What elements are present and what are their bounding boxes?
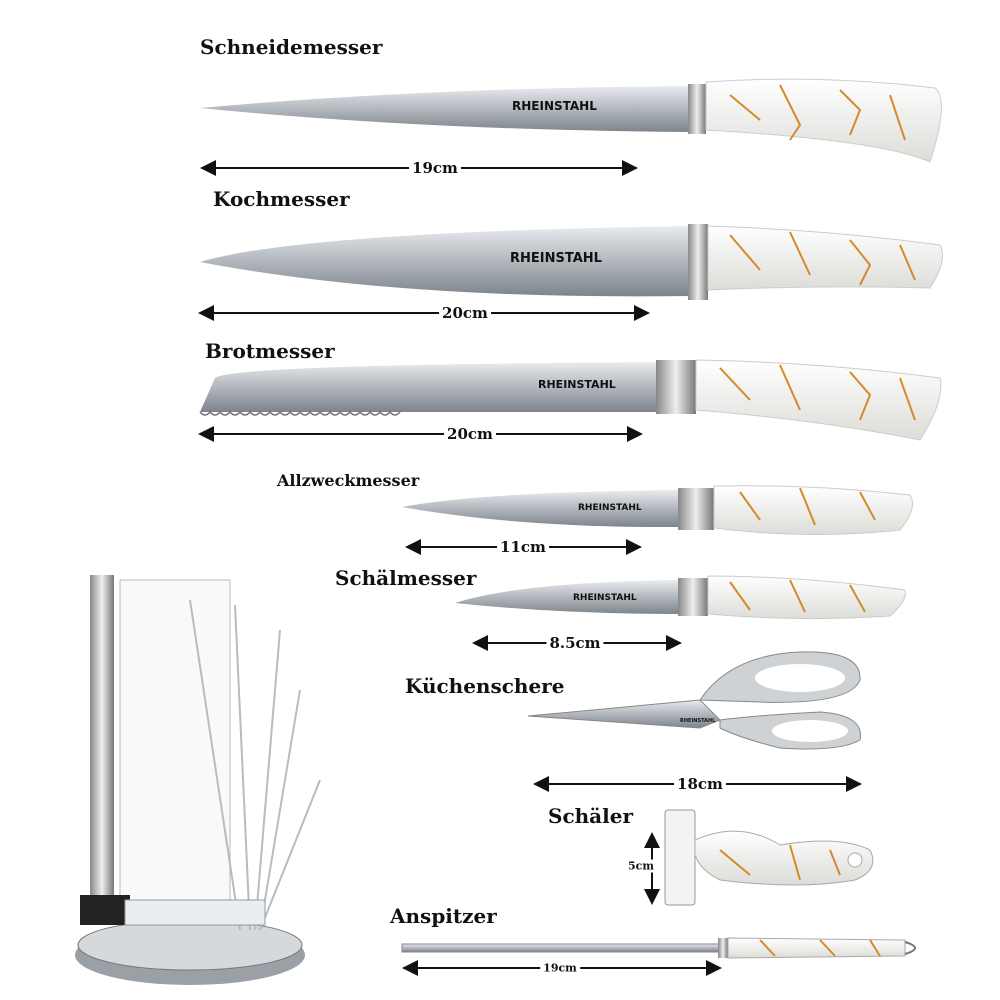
knife-kochmesser [200,224,943,300]
dimension-schneidemesser: 19cm [409,159,461,177]
dimension-kuechenschere: 18cm [674,775,726,793]
label-schaeler: Schäler [548,804,633,828]
brand-mark: RHEINSTAHL [510,251,602,266]
label-kuechenschere: Küchenschere [405,674,565,698]
dimension-anspitzer: 19cm [540,961,580,975]
dimension-kochmesser: 20cm [439,304,491,322]
brand-mark: RHEINSTAHL [573,593,637,603]
knife-brotmesser [199,359,942,441]
knife-allzweckmesser [402,485,913,536]
brand-mark: RHEINSTAHL [680,718,716,724]
label-allzweckmesser: Allzweckmesser [277,471,420,490]
sharpener [401,937,916,959]
label-schneidemesser: Schneidemesser [200,35,383,59]
brand-mark: RHEINSTAHL [512,99,597,113]
label-kochmesser: Kochmesser [213,187,350,211]
dimension-brotmesser: 20cm [444,425,496,443]
label-anspitzer: Anspitzer [390,904,497,928]
brand-mark: RHEINSTAHL [538,378,616,391]
knife-block [75,575,321,985]
dimension-schaeler: 5cm [625,859,657,873]
brand-mark: RHEINSTAHL [578,503,642,513]
dimension-allzweckmesser: 11cm [497,538,549,556]
kitchen-scissors [527,651,861,750]
peeler [664,809,874,906]
label-brotmesser: Brotmesser [205,339,335,363]
knife-schneidemesser [200,78,942,163]
brand-marks: RHEINSTAHL RHEINSTAHL RHEINSTAHL RHEINST… [510,99,716,724]
knife-schaelmesser [455,575,906,620]
dimension-schaelmesser: 8.5cm [546,634,604,652]
label-schaelmesser: Schälmesser [335,566,477,590]
